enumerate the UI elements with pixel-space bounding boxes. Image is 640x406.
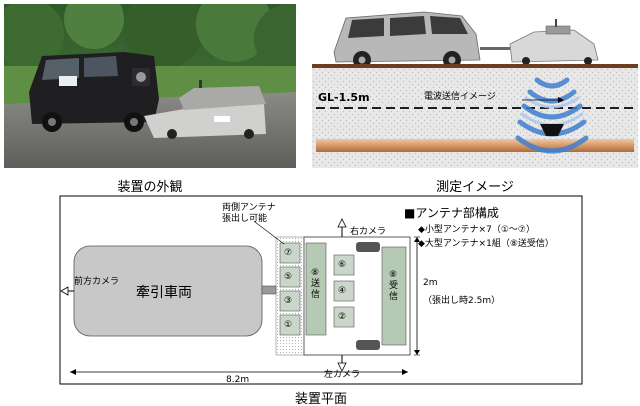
antenna-2-box xyxy=(333,306,355,328)
antenna-4-label: ④ xyxy=(338,286,347,296)
antenna-8-receive-box xyxy=(381,246,407,346)
antenna-6-label: ⑥ xyxy=(338,260,347,270)
antenna-1-box xyxy=(279,314,301,336)
antenna-3-box xyxy=(279,290,301,312)
antenna-6-box xyxy=(333,254,355,276)
wheel xyxy=(356,340,380,350)
legend-small-antenna: ◆小型アンテナ×7（①～⑦） xyxy=(418,225,535,235)
antenna-1-label: ① xyxy=(284,320,293,330)
antenna-7-box xyxy=(279,242,301,264)
plan-caption: 装置平面 xyxy=(294,392,347,406)
trailer-illustration xyxy=(480,19,599,65)
measurement-caption: 測定イメージ xyxy=(436,180,514,195)
depth-label: GL-1.5m xyxy=(318,91,370,104)
side-antenna-note-line2: 張出し可能 xyxy=(222,214,268,224)
left-camera-arrow xyxy=(337,362,347,372)
antenna-3-label: ③ xyxy=(284,296,293,306)
tow-vehicle-label: 牽引車両 xyxy=(136,285,192,301)
trailer-photo xyxy=(144,80,266,139)
wave-label: 電波送信イメージ xyxy=(424,92,496,102)
front-camera-label: 前方カメラ xyxy=(74,277,120,287)
exterior-photo xyxy=(4,4,296,168)
right-camera-arrow xyxy=(337,218,347,228)
width-extended-note: （張出し時2.5m） xyxy=(423,296,501,306)
length-dimension-label: 8.2m xyxy=(226,375,250,385)
legend-title: ■アンテナ部構成 xyxy=(404,206,499,220)
antenna-2-label: ② xyxy=(338,312,347,322)
antenna-8-send-label: ⑧送信 xyxy=(311,268,321,300)
antenna-8-send-box xyxy=(305,242,327,336)
legend-large-antenna: ◆大型アンテナ×1組（⑧送受信） xyxy=(418,239,554,249)
antenna-4-box xyxy=(333,280,355,302)
antenna-5-label: ⑤ xyxy=(284,272,293,282)
width-dimension-label: 2m xyxy=(423,278,438,288)
measurement-diagram xyxy=(312,11,638,168)
target-object xyxy=(540,124,564,136)
right-camera-label: 右カメラ xyxy=(350,227,387,237)
front-camera-arrow xyxy=(60,286,69,296)
antenna-5-box xyxy=(279,266,301,288)
ground-surface xyxy=(312,64,638,68)
antenna-7-label: ⑦ xyxy=(284,248,293,258)
wheel xyxy=(356,242,380,252)
antenna-8-receive-label: ⑧受信 xyxy=(389,270,399,302)
van-illustration xyxy=(333,11,481,69)
exterior-caption: 装置の外観 xyxy=(117,180,183,195)
van-photo xyxy=(29,52,159,132)
left-camera-label: 左カメラ xyxy=(324,370,361,380)
side-antenna-note-line1: 両側アンテナ xyxy=(222,203,276,213)
